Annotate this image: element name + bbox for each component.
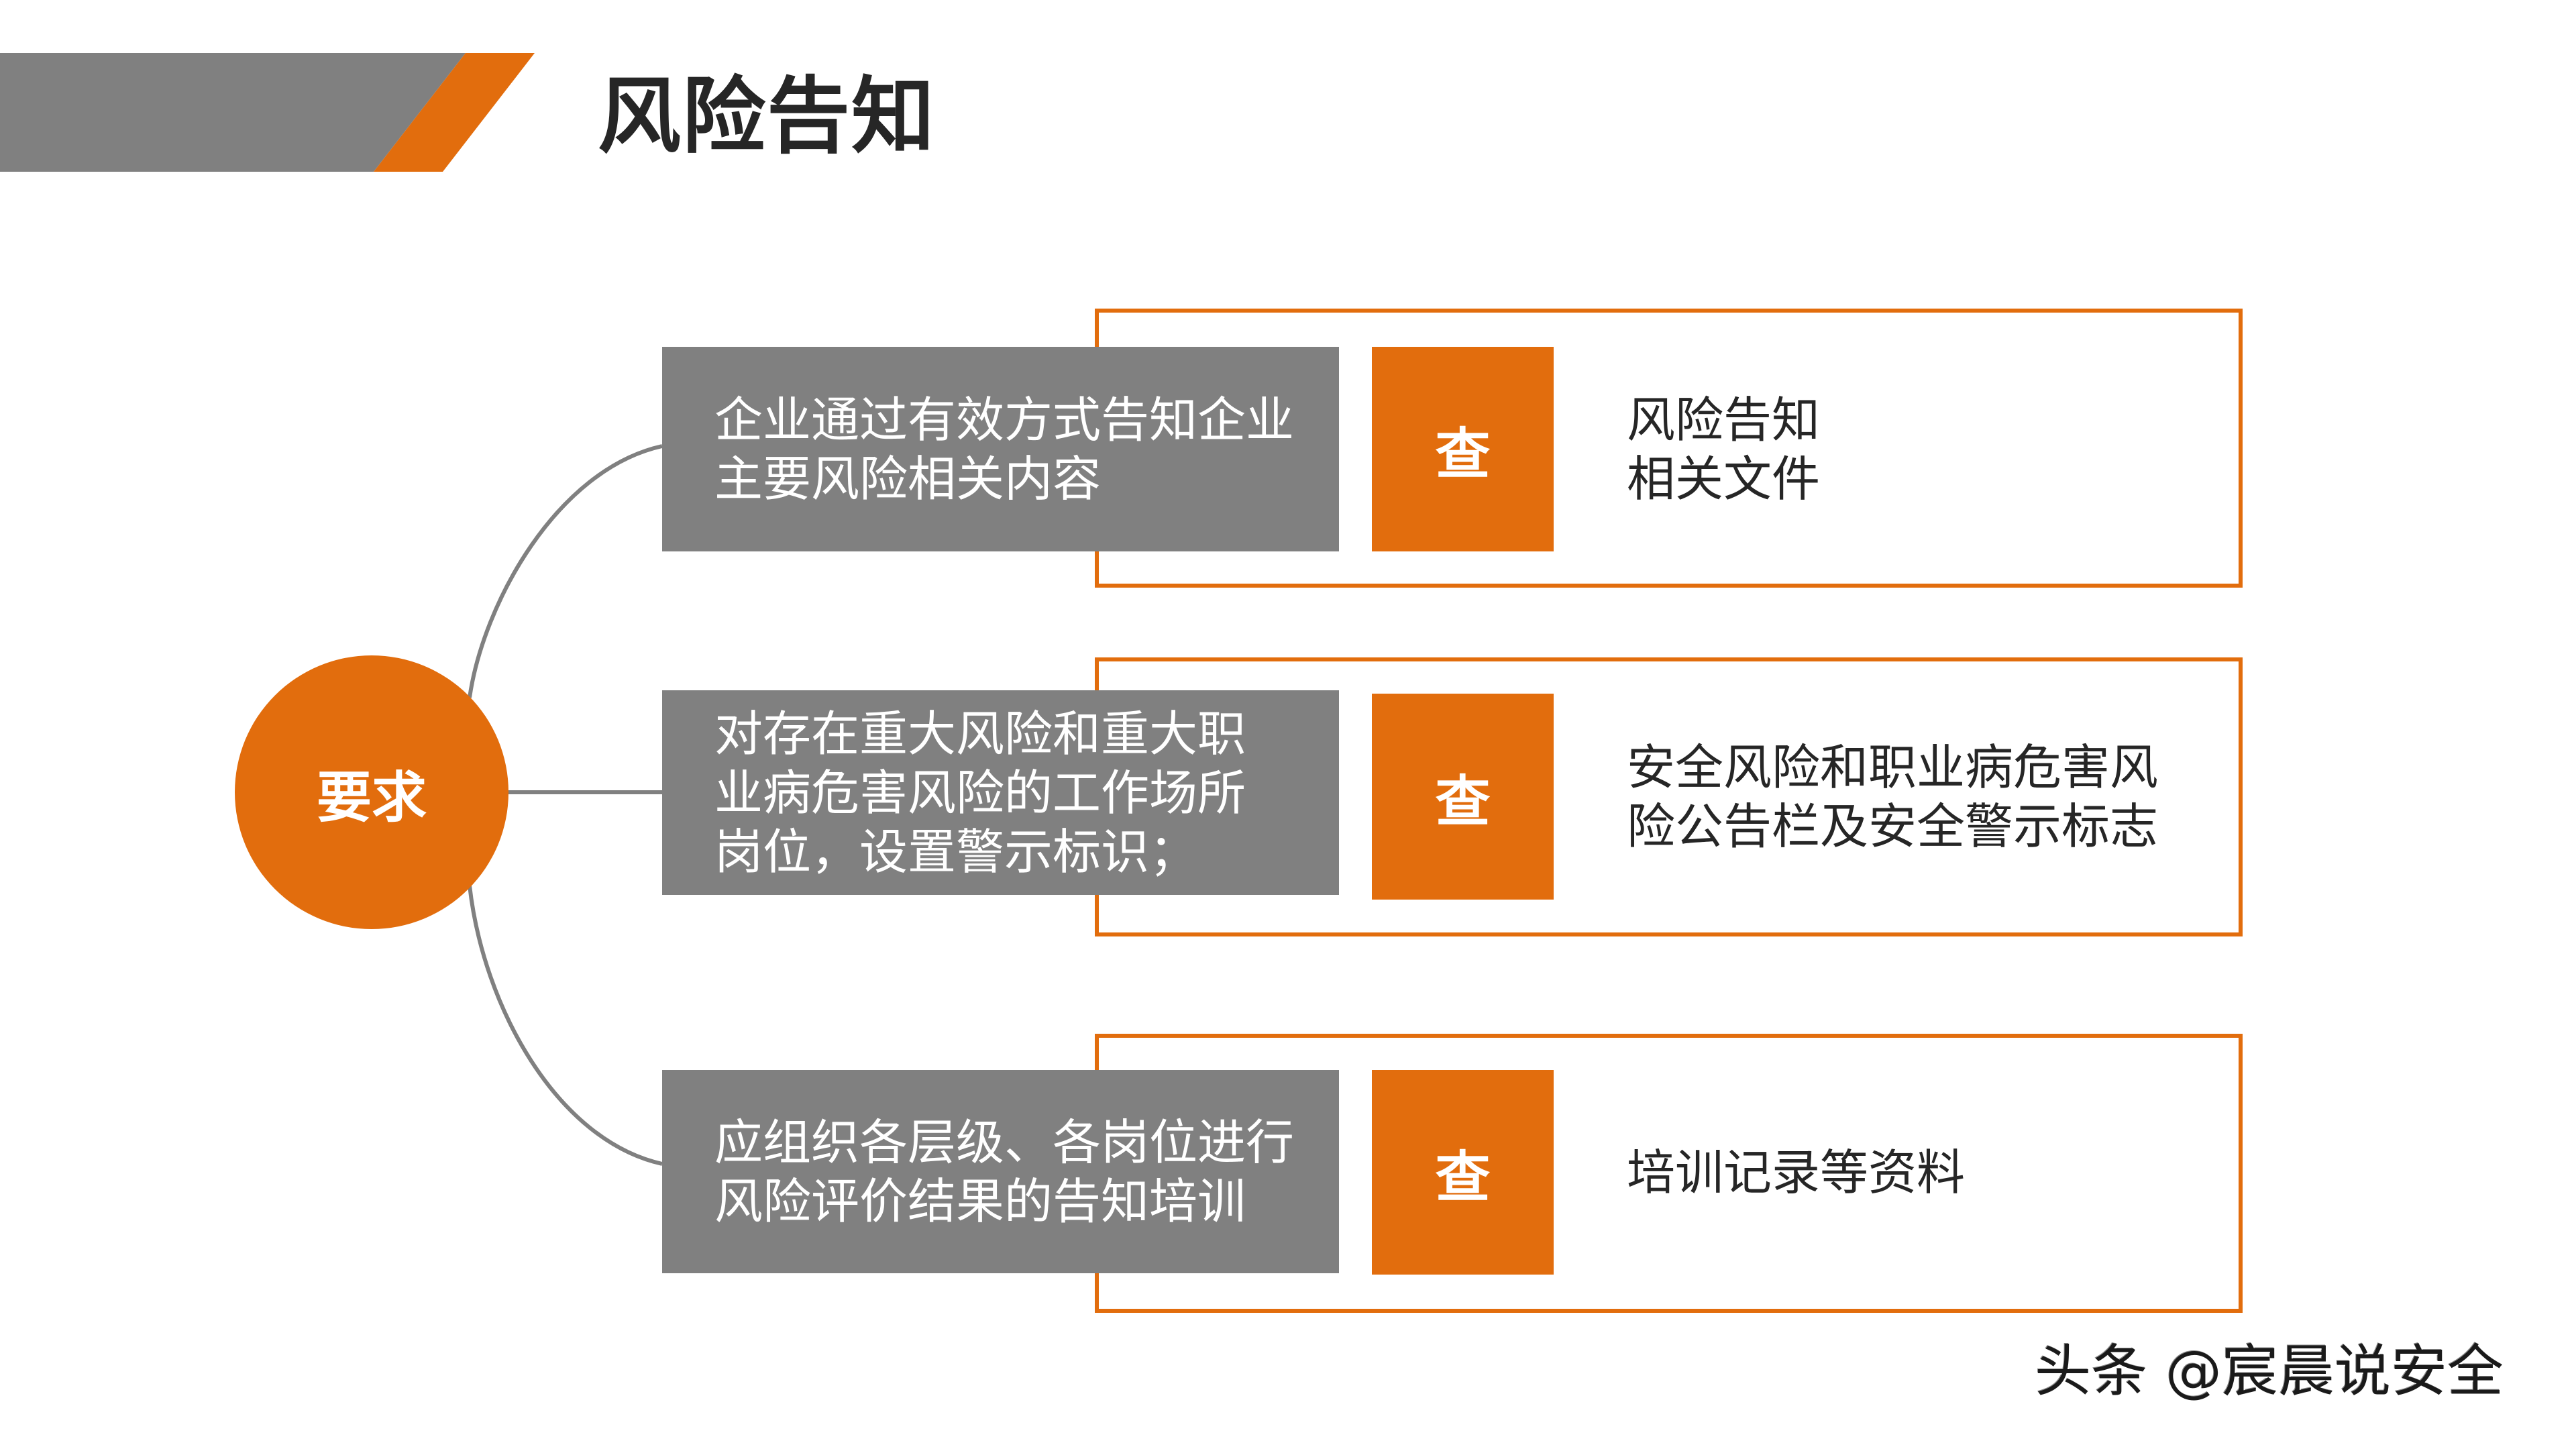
requirement-line: 对存在重大风险和重大职	[714, 705, 1246, 762]
row-2-requirement: 对存在重大风险和重大职 业病危害风险的工作场所 岗位，设置警示标识；	[662, 690, 1339, 895]
evidence-line: 险公告栏及安全警示标志	[1627, 798, 2159, 855]
evidence-line: 风险告知	[1627, 391, 1821, 448]
header-banner	[0, 53, 535, 172]
check-label: 查	[1435, 423, 1491, 486]
evidence-line: 安全风险和职业病危害风	[1627, 739, 2159, 796]
row-3-check-badge: 查	[1372, 1070, 1554, 1275]
check-label: 查	[1435, 770, 1491, 834]
hub-circle: 要求	[235, 655, 508, 929]
connector-top	[468, 444, 663, 698]
connector-lines	[468, 444, 663, 1166]
requirement-line: 业病危害风险的工作场所	[714, 764, 1246, 821]
row-3-requirement: 应组织各层级、各岗位进行 风险评价结果的告知培训	[662, 1070, 1339, 1273]
requirement-line: 主要风险相关内容	[714, 450, 1102, 507]
requirement-line: 风险评价结果的告知培训	[714, 1173, 1246, 1230]
banner-grey-bar	[0, 53, 466, 172]
watermark: 头条 @宸晨说安全	[2035, 1338, 2504, 1404]
banner-orange-slash	[374, 53, 535, 172]
page-title: 风险告知	[598, 68, 936, 165]
row-2-check-badge: 查	[1372, 694, 1554, 900]
requirement-line: 应组织各层级、各岗位进行	[714, 1114, 1295, 1171]
hub-label: 要求	[316, 765, 427, 830]
evidence-line: 相关文件	[1627, 450, 1821, 507]
row-3-evidence: 培训记录等资料	[1627, 1070, 2217, 1275]
requirement-line: 企业通过有效方式告知企业	[714, 391, 1295, 448]
check-label: 查	[1435, 1146, 1491, 1210]
evidence-line: 培训记录等资料	[1627, 1144, 1966, 1201]
row-1-evidence: 风险告知 相关文件	[1627, 347, 2217, 551]
row-1-requirement: 企业通过有效方式告知企业 主要风险相关内容	[662, 347, 1339, 551]
row-1-check-badge: 查	[1372, 347, 1554, 551]
connector-bottom	[468, 885, 663, 1166]
row-2-evidence: 安全风险和职业病危害风 险公告栏及安全警示标志	[1627, 694, 2231, 900]
requirement-line: 岗位，设置警示标识；	[714, 823, 1198, 880]
